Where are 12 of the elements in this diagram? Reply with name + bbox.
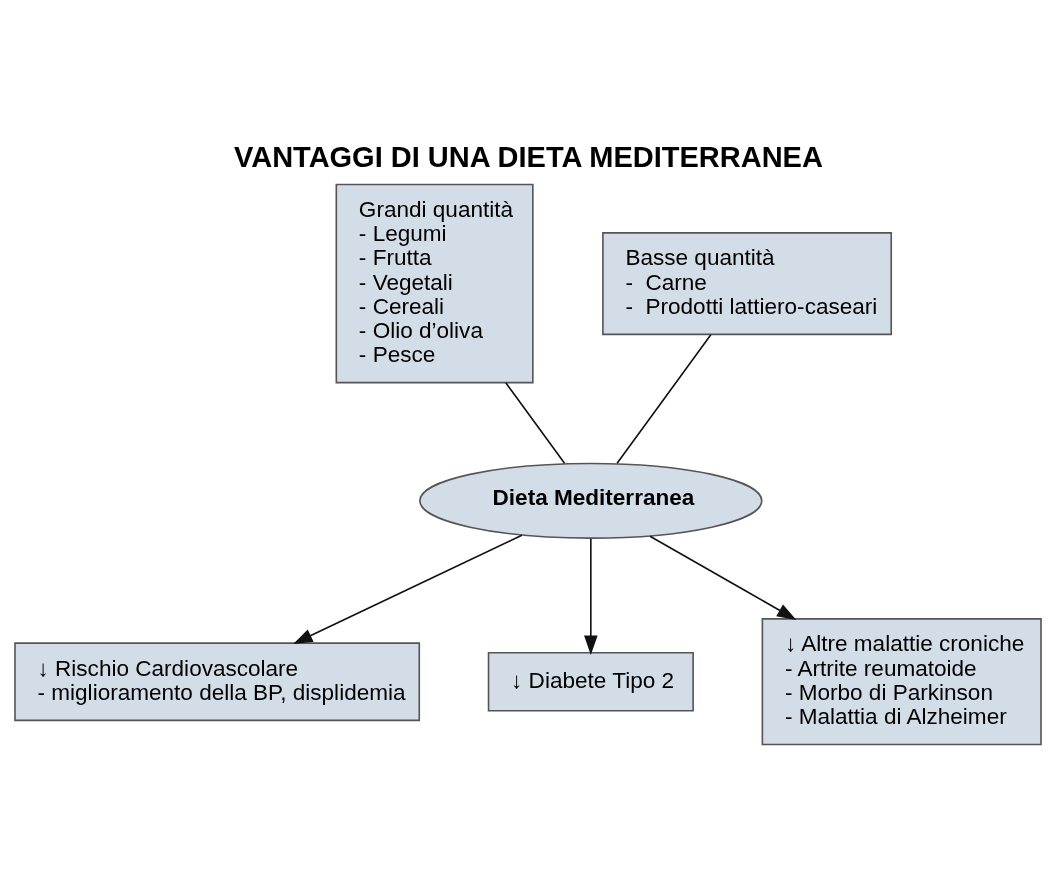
connector: [505, 382, 566, 464]
node-box: ↓ Rischio Cardiovascolare - miglioramento della BP, displidemia: [14, 642, 421, 722]
node-box: ↓ Diabete Tipo 2: [487, 651, 694, 712]
connector: [616, 334, 712, 464]
arrow: [649, 535, 797, 620]
node-ellipse: Dieta Mediterranea: [419, 462, 763, 539]
node-box: Grandi quantità - Legumi - Frutta - Vegetali - Cereali - Olio d’oliva - Pesce: [335, 183, 534, 384]
arrow: [584, 538, 598, 655]
node-box: Basse quantità - Carne - Prodotti lattiero-caseari: [602, 232, 893, 336]
node-box: ↓ Altre malattie croniche - Artrite reumatoide - Morbo di Parkinson - Malattia di Alzheimer: [761, 618, 1042, 746]
arrow: [293, 534, 523, 644]
diagram-title: VANTAGGI DI UNA DIETA MEDITERRANEA: [234, 141, 823, 174]
